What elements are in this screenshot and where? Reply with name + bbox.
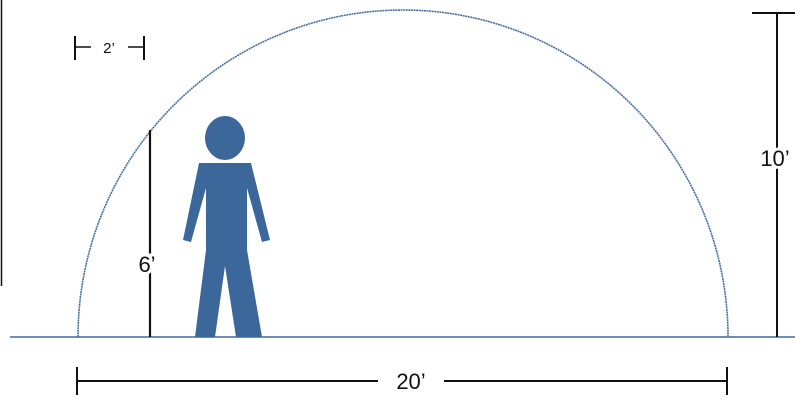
person-head — [205, 116, 245, 160]
dome-height-label: 10’ — [760, 146, 789, 171]
person-height-dimension: 6’ — [135, 130, 159, 337]
person-figure — [183, 116, 270, 337]
scale-bar-label: 2’ — [103, 40, 115, 57]
dome-width-label: 20’ — [396, 369, 425, 394]
dome-outline — [77, 9, 729, 338]
person-height-label: 6’ — [138, 252, 155, 277]
person-body — [183, 163, 270, 337]
dome-height-dimension: 10’ — [752, 12, 795, 337]
scale-bar: 2’ — [74, 36, 145, 60]
dome-width-dimension: 20’ — [76, 367, 728, 395]
